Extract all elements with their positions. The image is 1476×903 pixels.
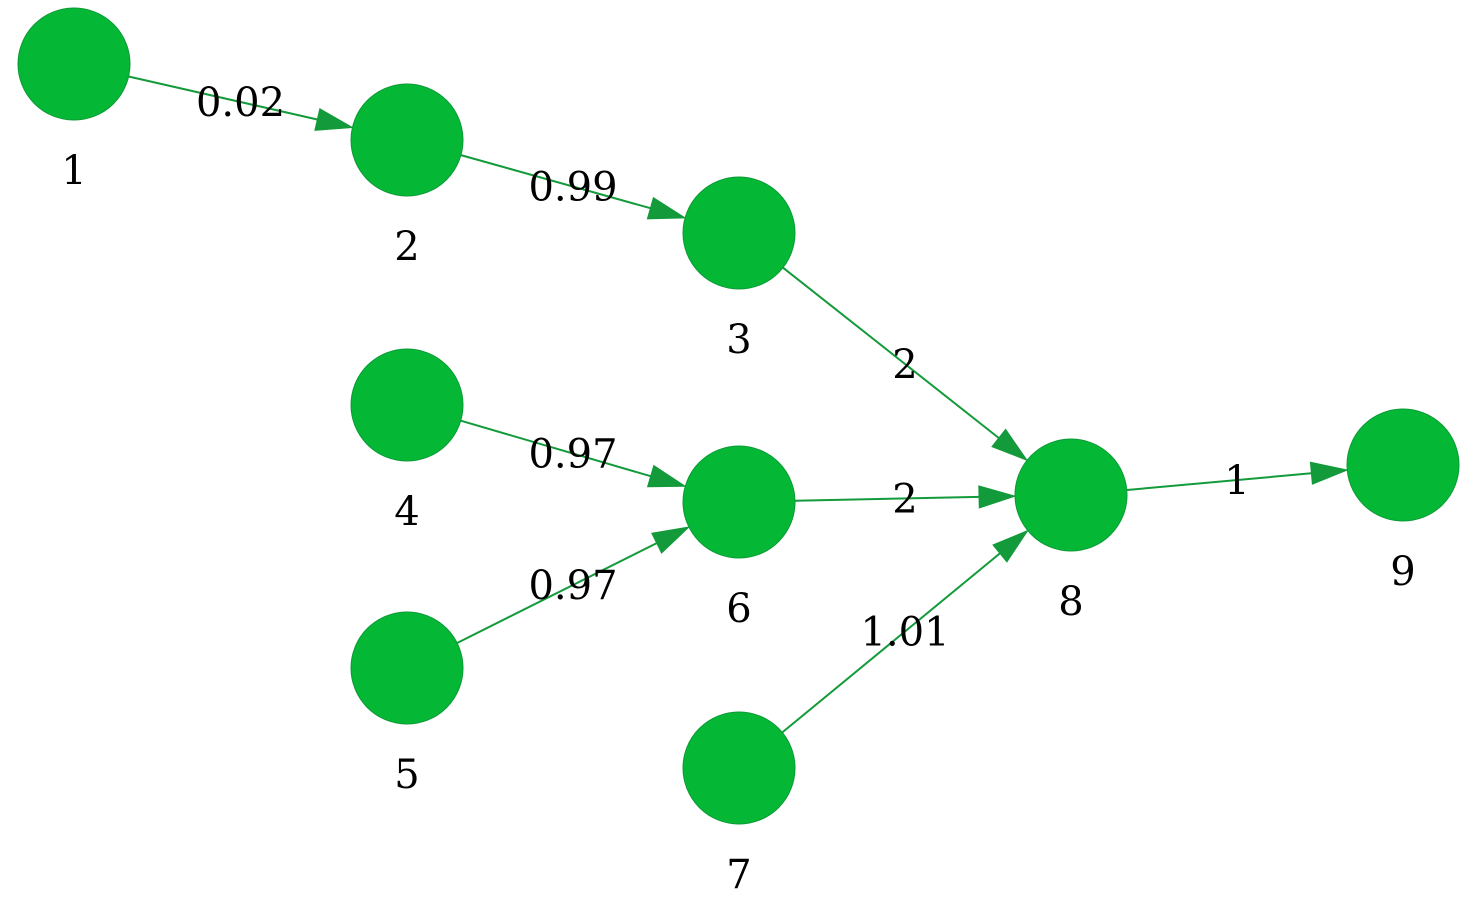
edge-4-6	[460, 419, 687, 488]
node-label: 5	[394, 752, 419, 798]
arrowhead-icon	[314, 108, 355, 131]
edge-3-8	[782, 266, 1029, 462]
arrowhead-icon	[646, 464, 687, 488]
node-8	[1014, 438, 1128, 552]
edge-8-9	[1126, 461, 1349, 491]
edge-label: 2	[892, 342, 917, 388]
node-9	[1346, 408, 1460, 522]
edge-line	[794, 495, 980, 502]
labels-layer: 0.02 0.99 2 0.97 0.97 2 1.01 1 1 2 3 4 5 6 7 8 9	[61, 80, 1415, 898]
edge-label: 0.97	[528, 432, 617, 478]
node-label: 6	[726, 586, 751, 632]
arrowhead-icon	[978, 485, 1017, 509]
arrowhead-icon	[646, 196, 687, 220]
edge-label: 0.99	[528, 165, 617, 211]
edge-line	[460, 419, 651, 478]
edge-line	[456, 542, 658, 644]
arrowhead-icon	[651, 526, 691, 554]
node-label: 2	[394, 224, 419, 270]
node-1	[17, 7, 131, 121]
edges-layer	[128, 75, 1349, 734]
edge-1-2	[128, 75, 355, 131]
arrowhead-icon	[991, 428, 1029, 462]
edge-2-3	[460, 154, 687, 220]
edge-line	[782, 266, 1000, 439]
edge-label: 1.01	[860, 610, 949, 656]
edge-7-8	[781, 529, 1030, 734]
node-6	[682, 445, 796, 559]
node-label: 7	[726, 852, 751, 898]
edge-label: 1	[1224, 458, 1249, 504]
node-label: 3	[726, 317, 751, 363]
node-label: 9	[1390, 549, 1415, 595]
node-5	[350, 611, 464, 725]
nodes-layer	[17, 7, 1460, 825]
node-label: 8	[1058, 579, 1083, 625]
edge-line	[1126, 472, 1312, 491]
edge-6-8	[794, 485, 1017, 509]
edge-line	[460, 154, 651, 210]
node-label: 1	[61, 148, 86, 194]
edge-label: 2	[892, 477, 917, 523]
edge-label: 0.97	[528, 563, 617, 609]
node-2	[350, 83, 464, 197]
node-4	[350, 348, 464, 462]
edge-line	[128, 75, 318, 121]
arrowhead-icon	[1309, 461, 1349, 485]
edge-5-6	[456, 526, 691, 644]
node-label: 4	[394, 489, 419, 535]
arrowhead-icon	[992, 529, 1030, 563]
node-7	[682, 711, 796, 825]
edge-label: 0.02	[196, 80, 285, 126]
node-3	[682, 176, 796, 290]
edge-line	[781, 552, 1001, 734]
